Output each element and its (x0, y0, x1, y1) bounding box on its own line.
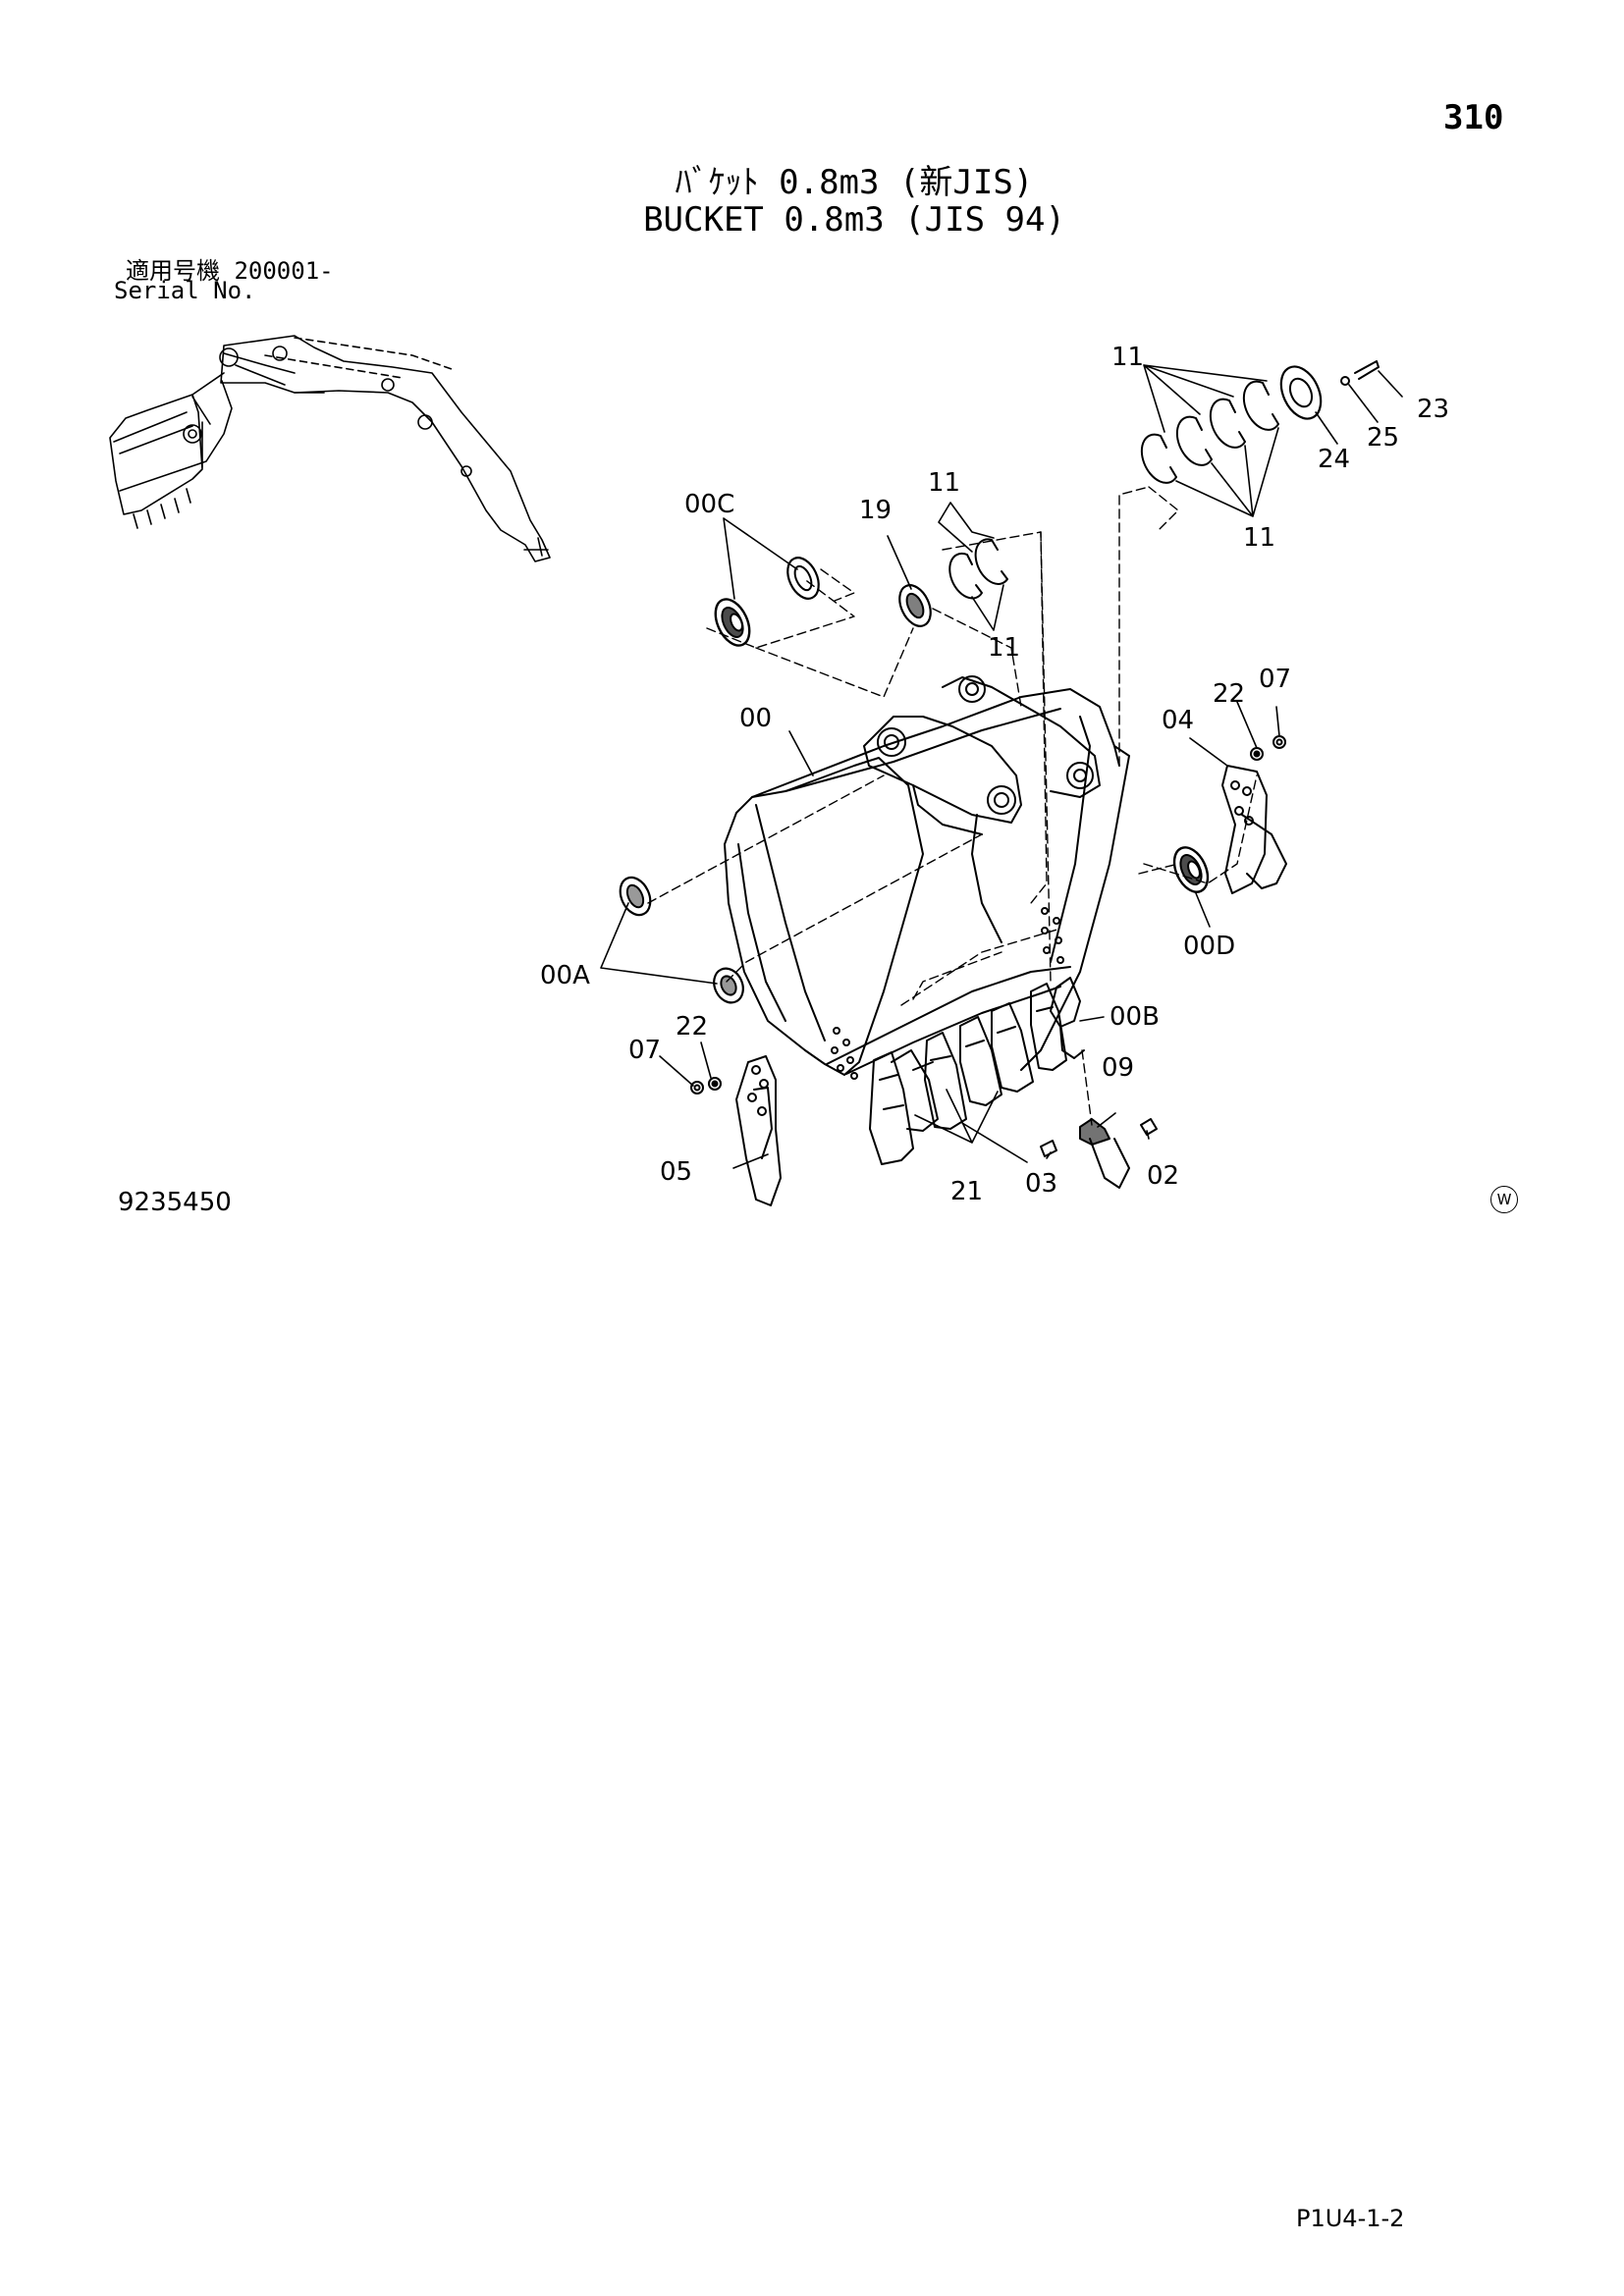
callout-03: 03 (1025, 1169, 1057, 1199)
callout-23: 23 (1417, 395, 1449, 424)
small-hardware (690, 735, 1286, 1189)
page-code: P1U4-1-2 (1296, 2205, 1405, 2232)
plate-24 (1279, 365, 1323, 420)
callout-07-right: 07 (1259, 665, 1291, 694)
w-mark-icon: W (1490, 1186, 1518, 1213)
callout-11-mid-lower: 11 (988, 633, 1020, 663)
bushing-00C (714, 557, 820, 647)
bucket-body (724, 675, 1130, 1080)
shims-11 (948, 380, 1279, 600)
callout-05: 05 (660, 1157, 692, 1187)
callout-24: 24 (1318, 445, 1350, 474)
callout-07-left: 07 (628, 1036, 661, 1065)
callout-11-top: 11 (1111, 343, 1144, 372)
title-japanese: ﾊﾞｹｯﾄ 0.8m3 (新JIS) (675, 163, 1034, 202)
callout-00: 00 (739, 704, 772, 733)
callout-21: 21 (950, 1177, 983, 1206)
callout-22-left: 22 (676, 1012, 708, 1041)
callout-02: 02 (1147, 1161, 1179, 1191)
callout-00A: 00A (540, 961, 590, 990)
callout-19: 19 (859, 496, 892, 525)
callout-00D: 00D (1183, 932, 1235, 961)
bushing-00A (619, 876, 744, 1004)
bushing-19 (898, 584, 932, 627)
bucket-exploded-diagram: 11 23 25 24 11 00C 19 11 11 22 07 04 00 … (109, 335, 1449, 1206)
callout-22-right: 22 (1213, 679, 1245, 709)
callout-25: 25 (1367, 423, 1399, 453)
bucket-teeth (869, 977, 1085, 1165)
bolt-23-washer-25 (1340, 360, 1380, 386)
callout-11-mid: 11 (928, 468, 960, 498)
callout-00B: 00B (1110, 1002, 1160, 1032)
bushing-00D (1172, 846, 1210, 893)
serial-label-japanese: 適用号機 200001- (126, 257, 334, 285)
page-number: 310 (1443, 98, 1504, 137)
drawing-number: 9235450 (118, 1188, 232, 1217)
callout-11-right: 11 (1243, 523, 1275, 553)
excavator-arm-inset (109, 335, 551, 562)
assembly-lines (647, 486, 1258, 1126)
side-cutter-05 (735, 1055, 782, 1206)
serial-label-english: Serial No. (114, 277, 256, 304)
side-cutter-04 (1221, 765, 1287, 894)
callout-00C: 00C (684, 490, 734, 519)
title-english: BUCKET 0.8m3 (JIS 94) (643, 200, 1065, 240)
bucket-holes (831, 907, 1064, 1080)
leader-lines (600, 364, 1403, 1169)
callout-09: 09 (1102, 1053, 1134, 1083)
callout-04: 04 (1162, 706, 1194, 735)
